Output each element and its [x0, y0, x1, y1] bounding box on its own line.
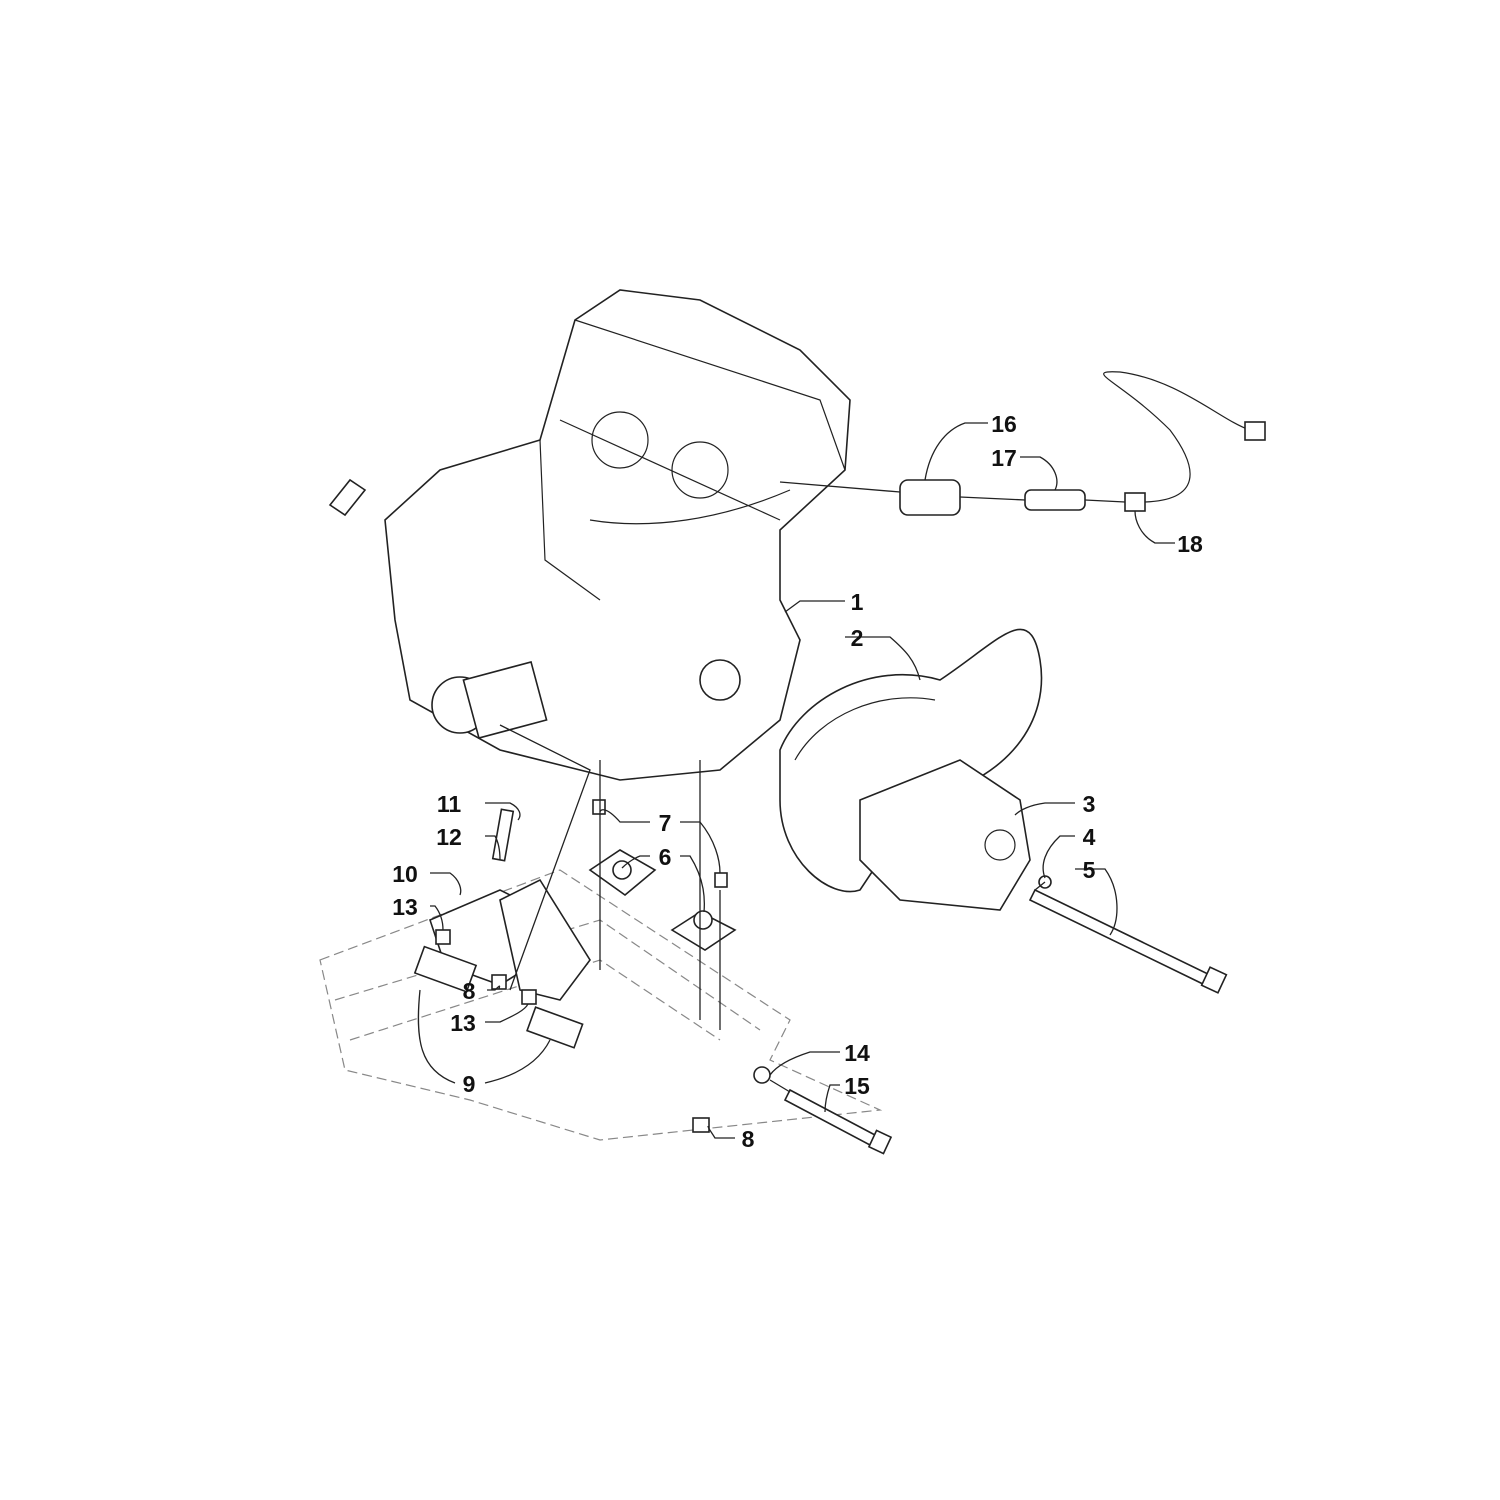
callout-18: 18 [1177, 531, 1203, 557]
callout-15: 15 [844, 1073, 870, 1099]
callout-8: 8 [463, 978, 476, 1004]
callout-13-lower: 13 [450, 1010, 476, 1036]
callout-8-lower: 8 [742, 1126, 755, 1152]
callout-labels: 1 2 3 4 5 6 7 8 8 9 10 11 12 13 13 14 15… [392, 411, 1203, 1152]
callout-9: 9 [463, 1071, 476, 1097]
callout-14: 14 [844, 1040, 870, 1066]
callout-16: 16 [991, 411, 1017, 437]
callout-13: 13 [392, 894, 418, 920]
callout-7: 7 [659, 810, 672, 836]
drive-clutch-and-belt [779, 628, 1043, 911]
callout-5: 5 [1083, 857, 1096, 883]
engine-mounts [413, 724, 737, 1133]
callout-12: 12 [436, 824, 462, 850]
bolts [753, 875, 1228, 1155]
engine [328, 289, 851, 781]
callout-17: 17 [991, 445, 1017, 471]
callout-6: 6 [659, 844, 672, 870]
callout-4: 4 [1083, 824, 1096, 850]
callout-11: 11 [437, 791, 462, 817]
callout-10: 10 [392, 861, 418, 887]
sensor-parts [779, 371, 1266, 516]
callout-2: 2 [851, 625, 864, 651]
callout-3: 3 [1083, 791, 1096, 817]
leader-lines [417, 422, 1175, 1139]
callout-1: 1 [851, 589, 864, 615]
